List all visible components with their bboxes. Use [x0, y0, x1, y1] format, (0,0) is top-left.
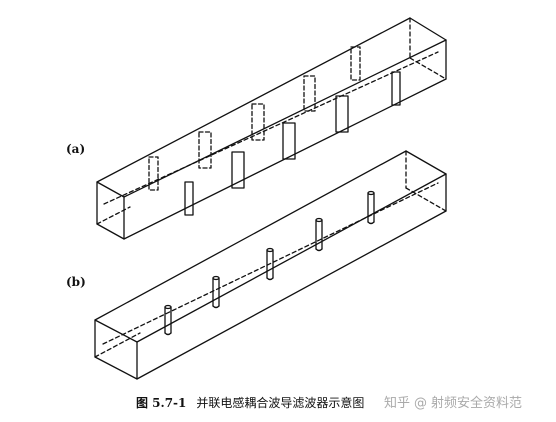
- window-front-2: [231, 151, 245, 189]
- watermark-at: @: [414, 396, 428, 411]
- waveguide-b-centerline: [102, 182, 439, 345]
- post-1: [164, 304, 172, 336]
- waveguide-a-hidden-edges: [96, 17, 447, 225]
- watermark: 知乎@射频安全资料范: [384, 392, 522, 411]
- post-2: [212, 275, 220, 309]
- waveguide-b: [94, 150, 447, 380]
- waveguide-a-top-back-edge: [96, 17, 411, 183]
- figure-caption: 图 5.7-1 并联电感耦合波导滤波器示意图: [136, 394, 364, 411]
- waveguide-b-hidden-edges: [94, 150, 447, 358]
- waveguide-a-windows-front: [184, 71, 401, 216]
- figure-b-label: (b): [66, 275, 86, 289]
- waveguide-b-top-front-edge: [136, 173, 447, 343]
- figure-a-label: (a): [66, 142, 86, 156]
- figure-number: 图 5.7-1: [136, 396, 187, 410]
- window-rear-2: [198, 131, 212, 169]
- waveguide-b-front-face: [94, 319, 138, 380]
- figure-title: 并联电感耦合波导滤波器示意图: [196, 396, 365, 410]
- waveguide-b-bottom-front-edge: [136, 210, 447, 380]
- window-front-3: [282, 122, 296, 160]
- post-5: [367, 190, 375, 225]
- waveguide-a: [96, 17, 447, 240]
- waveguide-a-far-top-edge: [409, 17, 447, 41]
- window-front-5: [391, 71, 401, 106]
- watermark-author: 射频安全资料范: [431, 396, 523, 411]
- waveguide-a-top-front-edge: [123, 39, 447, 198]
- waveguide-a-front-face: [96, 181, 125, 240]
- window-front-4: [335, 95, 349, 133]
- waveguide-a-windows-rear: [148, 46, 361, 191]
- waveguide-b-far-top-edge: [405, 150, 447, 175]
- post-3: [266, 247, 274, 281]
- window-rear-3: [251, 103, 265, 141]
- window-front-1: [184, 181, 194, 216]
- waveguide-a-centerline: [103, 51, 439, 205]
- post-4: [315, 217, 323, 252]
- watermark-brand: 知乎: [384, 396, 411, 411]
- waveguide-b-posts: [164, 190, 375, 336]
- window-rear-1: [148, 156, 159, 191]
- waveguide-b-top-back-edge: [94, 150, 407, 321]
- window-rear-5: [350, 46, 361, 81]
- window-rear-4: [303, 75, 316, 112]
